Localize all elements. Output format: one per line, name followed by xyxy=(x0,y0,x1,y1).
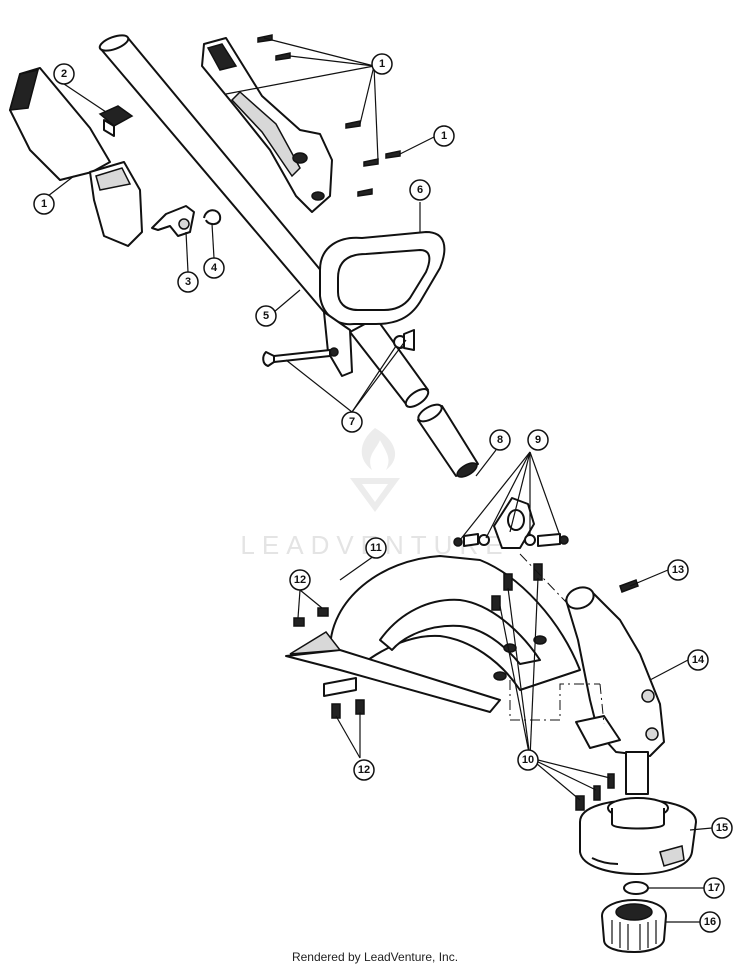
svg-text:7: 7 xyxy=(349,416,355,428)
callout-14: 14 xyxy=(687,649,709,671)
svg-text:8: 8 xyxy=(497,434,503,446)
trigger-lever xyxy=(151,205,195,237)
svg-text:17: 17 xyxy=(708,882,720,894)
callout-10: 10 xyxy=(517,749,539,771)
callout-15: 15 xyxy=(711,817,733,839)
wing-nut xyxy=(393,329,415,351)
guard-bracket xyxy=(453,497,569,549)
callout-7: 7 xyxy=(341,411,363,433)
watermark-logo xyxy=(350,428,400,512)
callout-17: 17 xyxy=(703,877,725,899)
assembly-lines xyxy=(509,553,605,725)
assist-handle xyxy=(319,231,446,377)
spool-insert xyxy=(623,881,649,895)
svg-text:16: 16 xyxy=(704,916,716,928)
svg-text:9: 9 xyxy=(535,434,541,446)
svg-text:6: 6 xyxy=(417,184,423,196)
callout-1-a: 1 xyxy=(371,53,393,75)
spool-housing xyxy=(579,797,697,875)
head-screws xyxy=(491,563,615,811)
housing-screws xyxy=(257,34,401,197)
svg-text:3: 3 xyxy=(185,276,191,288)
svg-text:15: 15 xyxy=(716,822,728,834)
svg-text:1: 1 xyxy=(441,130,447,142)
shaft-coupler xyxy=(417,403,479,478)
callout-3: 3 xyxy=(177,271,199,293)
svg-text:10: 10 xyxy=(522,754,534,766)
svg-text:13: 13 xyxy=(672,564,684,576)
svg-text:4: 4 xyxy=(211,262,218,274)
trigger-spring xyxy=(203,209,222,226)
handle-housing-right xyxy=(201,37,333,213)
gear-head-screw xyxy=(619,579,639,593)
callout-8: 8 xyxy=(489,429,511,451)
gear-head xyxy=(565,586,665,795)
handle-bolt xyxy=(262,349,331,367)
callout-12-a: 12 xyxy=(289,569,311,591)
render-credit: Rendered by LeadVenture, Inc. xyxy=(291,950,459,964)
leader-lines xyxy=(47,37,713,923)
svg-text:1: 1 xyxy=(379,58,385,70)
svg-text:1: 1 xyxy=(41,198,47,210)
bump-knob xyxy=(601,899,667,953)
callout-1-c: 1 xyxy=(33,193,55,215)
callout-13: 13 xyxy=(667,559,689,581)
callout-11: 11 xyxy=(365,537,387,559)
svg-text:2: 2 xyxy=(61,68,67,80)
callout-16: 16 xyxy=(699,911,721,933)
callout-6: 6 xyxy=(409,179,431,201)
callout-4: 4 xyxy=(203,257,225,279)
handle-housing-left xyxy=(8,67,143,247)
callout-5: 5 xyxy=(255,305,277,327)
callout-1-b: 1 xyxy=(433,125,455,147)
callout-2: 2 xyxy=(53,63,75,85)
grass-guard xyxy=(285,555,581,713)
trigger-switch xyxy=(98,105,134,137)
svg-text:12: 12 xyxy=(358,764,370,776)
svg-text:14: 14 xyxy=(692,654,705,666)
callout-9: 9 xyxy=(527,429,549,451)
svg-text:5: 5 xyxy=(263,310,269,322)
callout-12-b: 12 xyxy=(353,759,375,781)
svg-text:12: 12 xyxy=(294,574,306,586)
svg-text:11: 11 xyxy=(370,542,382,554)
guard-screws xyxy=(293,607,365,719)
